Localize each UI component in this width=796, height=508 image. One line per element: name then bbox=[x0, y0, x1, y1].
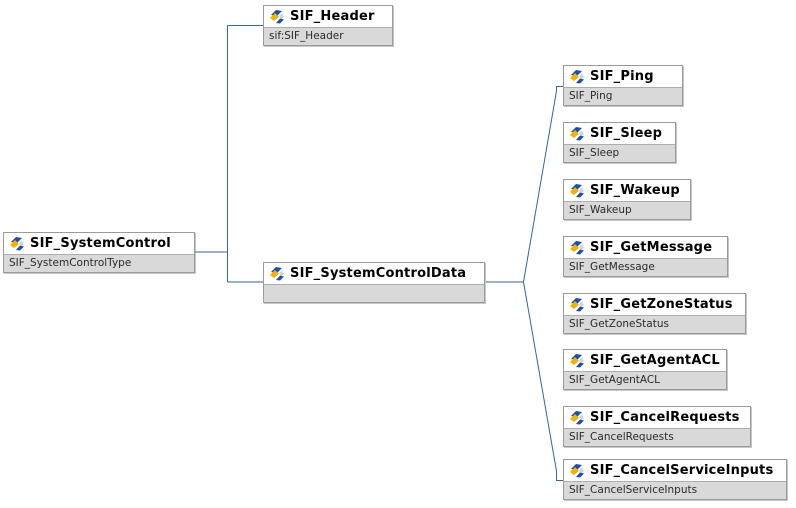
connector-junction-up bbox=[523, 86, 564, 283]
node-title: SIF_SystemControl bbox=[30, 236, 171, 251]
node-subtitle: SIF_GetAgentACL bbox=[564, 371, 726, 389]
schema-element-icon bbox=[569, 354, 585, 368]
node-title: SIF_Wakeup bbox=[590, 183, 680, 198]
schema-element-icon bbox=[569, 464, 585, 478]
node-title-row: SIF_CancelRequests bbox=[564, 407, 750, 428]
schema-element-icon bbox=[269, 10, 285, 24]
node-title-row: SIF_GetMessage bbox=[564, 237, 727, 258]
node-sif-getzonestatus[interactable]: SIF_GetZoneStatus SIF_GetZoneStatus bbox=[563, 293, 746, 334]
node-title-row: SIF_Ping bbox=[564, 66, 682, 87]
node-sif-cancelrequests[interactable]: SIF_CancelRequests SIF_CancelRequests bbox=[563, 406, 751, 447]
node-subtitle: SIF_CancelServiceInputs bbox=[564, 481, 786, 499]
schema-element-icon bbox=[569, 70, 585, 84]
node-sif-getagentacl[interactable]: SIF_GetAgentACL SIF_GetAgentACL bbox=[563, 349, 727, 390]
node-title-row: SIF_GetAgentACL bbox=[564, 350, 726, 371]
node-subtitle: SIF_SystemControlType bbox=[4, 254, 194, 272]
node-subtitle: SIF_Wakeup bbox=[564, 201, 690, 219]
node-sif-header[interactable]: SIF_Header sif:SIF_Header bbox=[263, 5, 393, 46]
schema-element-icon bbox=[569, 411, 585, 425]
node-title: SIF_Header bbox=[290, 9, 375, 24]
schema-element-icon bbox=[9, 237, 25, 251]
node-sif-cancelserviceinputs[interactable]: SIF_CancelServiceInputs SIF_CancelServic… bbox=[563, 459, 787, 500]
node-title: SIF_GetZoneStatus bbox=[590, 297, 733, 312]
node-subtitle: sif:SIF_Header bbox=[264, 27, 392, 45]
node-title: SIF_GetAgentACL bbox=[590, 353, 720, 368]
node-subtitle: SIF_Ping bbox=[564, 87, 682, 105]
node-title-row: SIF_SystemControl bbox=[4, 233, 194, 254]
schema-element-icon bbox=[569, 298, 585, 312]
connector-junction-down bbox=[523, 281, 564, 481]
node-subtitle: SIF_Sleep bbox=[564, 144, 675, 162]
node-title: SIF_CancelRequests bbox=[590, 410, 740, 425]
node-sif-sleep[interactable]: SIF_Sleep SIF_Sleep bbox=[563, 122, 676, 163]
node-subtitle bbox=[264, 284, 484, 302]
node-title-row: SIF_Wakeup bbox=[564, 180, 690, 201]
node-title: SIF_CancelServiceInputs bbox=[590, 463, 774, 478]
node-sif-systemcontroldata[interactable]: SIF_SystemControlData bbox=[263, 262, 485, 303]
node-title-row: SIF_Sleep bbox=[564, 123, 675, 144]
schema-element-icon bbox=[269, 267, 285, 281]
node-title-row: SIF_SystemControlData bbox=[264, 263, 484, 284]
node-subtitle: SIF_GetZoneStatus bbox=[564, 315, 745, 333]
node-title-row: SIF_CancelServiceInputs bbox=[564, 460, 786, 481]
node-title: SIF_Sleep bbox=[590, 126, 663, 141]
node-sif-systemcontrol[interactable]: SIF_SystemControl SIF_SystemControlType bbox=[3, 232, 195, 273]
node-title-row: SIF_GetZoneStatus bbox=[564, 294, 745, 315]
node-sif-wakeup[interactable]: SIF_Wakeup SIF_Wakeup bbox=[563, 179, 691, 220]
schema-element-icon bbox=[569, 241, 585, 255]
node-title: SIF_GetMessage bbox=[590, 240, 713, 255]
node-title-row: SIF_Header bbox=[264, 6, 392, 27]
node-title: SIF_Ping bbox=[590, 69, 654, 84]
node-subtitle: SIF_CancelRequests bbox=[564, 428, 750, 446]
node-sif-getmessage[interactable]: SIF_GetMessage SIF_GetMessage bbox=[563, 236, 728, 277]
node-title: SIF_SystemControlData bbox=[290, 266, 467, 281]
schema-element-icon bbox=[569, 127, 585, 141]
schema-element-icon bbox=[569, 184, 585, 198]
node-sif-ping[interactable]: SIF_Ping SIF_Ping bbox=[563, 65, 683, 106]
node-subtitle: SIF_GetMessage bbox=[564, 258, 727, 276]
